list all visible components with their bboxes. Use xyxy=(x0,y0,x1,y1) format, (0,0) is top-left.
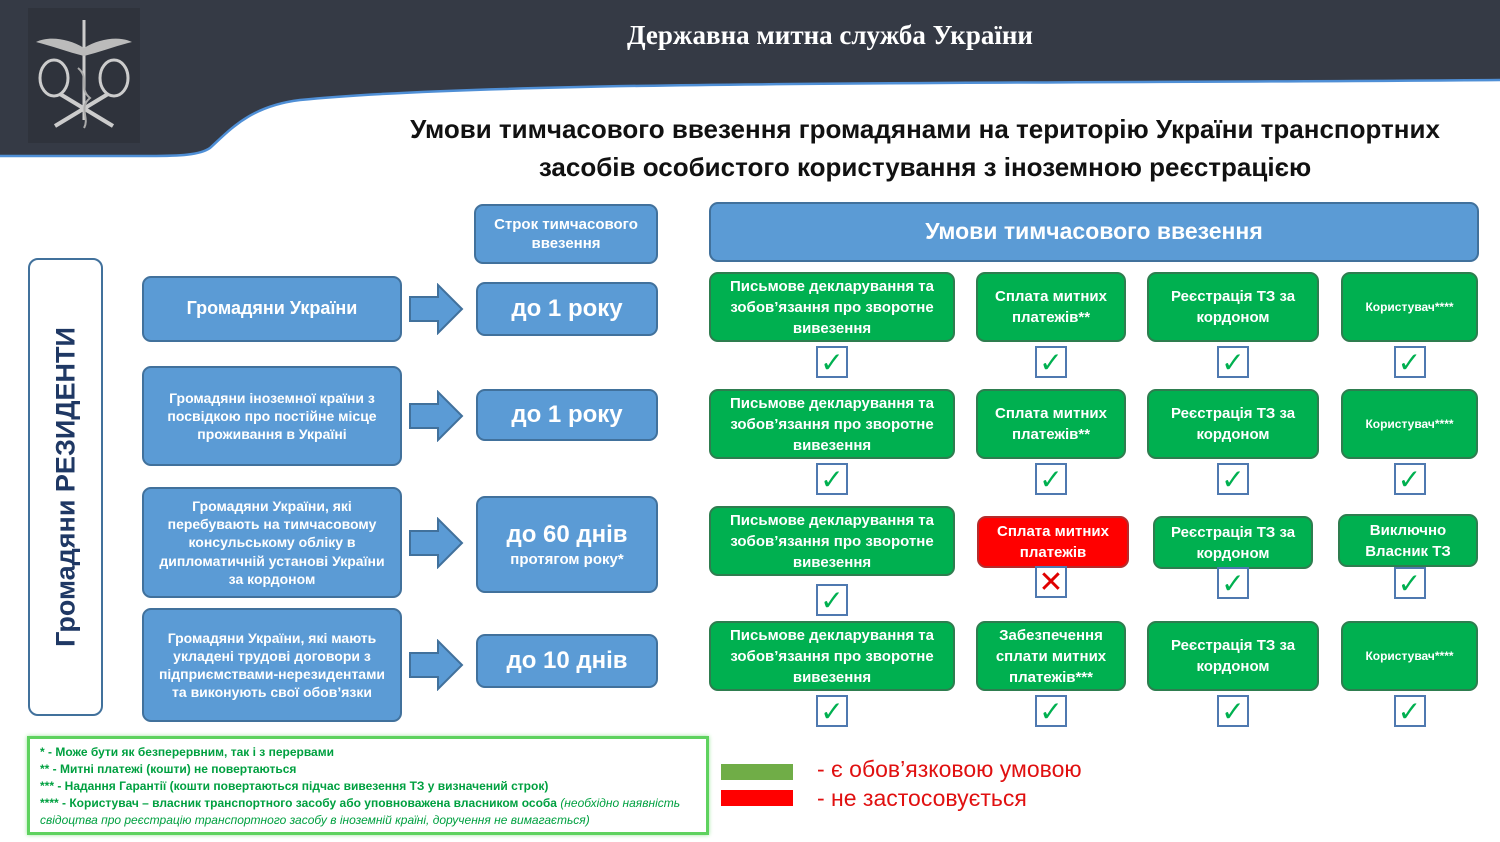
checkmark-icon: ✓ xyxy=(1217,695,1249,727)
footnote: ** - Митні платежі (кошти) не повертають… xyxy=(40,762,297,776)
checkmark-icon: ✓ xyxy=(1035,463,1067,495)
arrow-right-icon xyxy=(409,283,464,335)
term-box: до 1 року xyxy=(476,389,658,441)
checkmark-icon: ✓ xyxy=(1035,695,1067,727)
arrow-right-icon xyxy=(409,516,464,569)
agency-name: Державна митна служба України xyxy=(627,20,1033,50)
checkmark-icon: ✓ xyxy=(1217,346,1249,378)
checkmark-icon: ✓ xyxy=(816,584,848,616)
term-header: Строк тимчасового ввезення xyxy=(474,204,658,264)
condition-box: Користувач**** xyxy=(1341,272,1478,342)
resident-group: Громадяни України, які мають укладені тр… xyxy=(142,608,402,722)
resident-group: Громадяни України xyxy=(142,276,402,342)
term-box: до 1 року xyxy=(476,282,658,336)
condition-box: Користувач**** xyxy=(1341,621,1478,691)
resident-group: Громадяни іноземної країни з посвідкою п… xyxy=(142,366,402,466)
condition-box: Реєстрація ТЗ за кордоном xyxy=(1147,272,1319,342)
term-value: до 1 року xyxy=(511,295,623,323)
condition-box: Письмове декларування та зобов’язання пр… xyxy=(709,621,955,691)
page-title-line1: Умови тимчасового ввезення громадянами н… xyxy=(410,114,1440,144)
checkmark-icon: ✓ xyxy=(1035,346,1067,378)
customs-logo xyxy=(28,8,140,143)
checkmark-icon: ✓ xyxy=(816,463,848,495)
condition-box: Реєстрація ТЗ за кордоном xyxy=(1153,516,1313,569)
condition-box: Реєстрація ТЗ за кордоном xyxy=(1147,389,1319,459)
condition-box: Користувач**** xyxy=(1341,389,1478,459)
condition-box: Письмове декларування та зобов’язання пр… xyxy=(709,272,955,342)
condition-box: Письмове декларування та зобов’язання пр… xyxy=(709,389,955,459)
footnotes-box: * - Може бути як безперервним, так і з п… xyxy=(27,736,709,835)
checkmark-icon: ✓ xyxy=(1217,463,1249,495)
legend-required: - є обов’язковою умовою xyxy=(817,756,1082,782)
conditions-header: Умови тимчасового ввезення xyxy=(709,202,1479,262)
term-box: до 60 днів протягом року* xyxy=(476,496,658,593)
checkmark-icon: ✓ xyxy=(1393,346,1426,378)
checkmark-icon: ✓ xyxy=(816,346,848,378)
condition-box: Забезпечення сплати митних платежів*** xyxy=(976,621,1126,691)
residents-label-box: Громадяни РЕЗИДЕНТИ xyxy=(28,258,103,716)
condition-box: Сплата митних платежів** xyxy=(976,272,1126,342)
footnote: * - Може бути як безперервним, так і з п… xyxy=(40,745,334,759)
term-value: до 10 днів xyxy=(506,647,628,675)
header-band xyxy=(0,0,1500,158)
cross-icon: ✕ xyxy=(1035,566,1067,599)
footnote: *** - Надання Гарантії (кошти повертають… xyxy=(40,779,549,793)
term-note: протягом року* xyxy=(510,551,624,569)
legend-not-applicable: - не застосовується xyxy=(817,785,1027,811)
checkmark-icon: ✓ xyxy=(1393,695,1426,727)
resident-group: Громадяни України, які перебувають на ти… xyxy=(142,487,402,598)
term-value: до 60 днів xyxy=(506,521,628,549)
condition-box: Письмове декларування та зобов’язання пр… xyxy=(709,506,955,576)
legend-swatch-not-applicable xyxy=(721,790,793,806)
term-box: до 10 днів xyxy=(476,634,658,688)
arrow-right-icon xyxy=(409,639,464,691)
checkmark-icon: ✓ xyxy=(1393,567,1426,599)
checkmark-icon: ✓ xyxy=(1393,463,1426,495)
condition-box: Сплата митних платежів xyxy=(977,516,1129,568)
checkmark-icon: ✓ xyxy=(1217,567,1249,599)
arrow-right-icon xyxy=(409,390,464,442)
condition-box: Виключно Власник ТЗ xyxy=(1338,514,1478,567)
condition-box: Реєстрація ТЗ за кордоном xyxy=(1147,621,1319,691)
residents-label: Громадяни РЕЗИДЕНТИ xyxy=(50,327,80,647)
condition-box: Сплата митних платежів** xyxy=(976,389,1126,459)
checkmark-icon: ✓ xyxy=(816,695,848,727)
footnote: **** - Користувач – власник транспортног… xyxy=(40,796,681,827)
legend-swatch-required xyxy=(721,764,793,780)
term-value: до 1 року xyxy=(511,401,623,429)
page-title-line2: засобів особистого користування з інозем… xyxy=(538,152,1312,182)
